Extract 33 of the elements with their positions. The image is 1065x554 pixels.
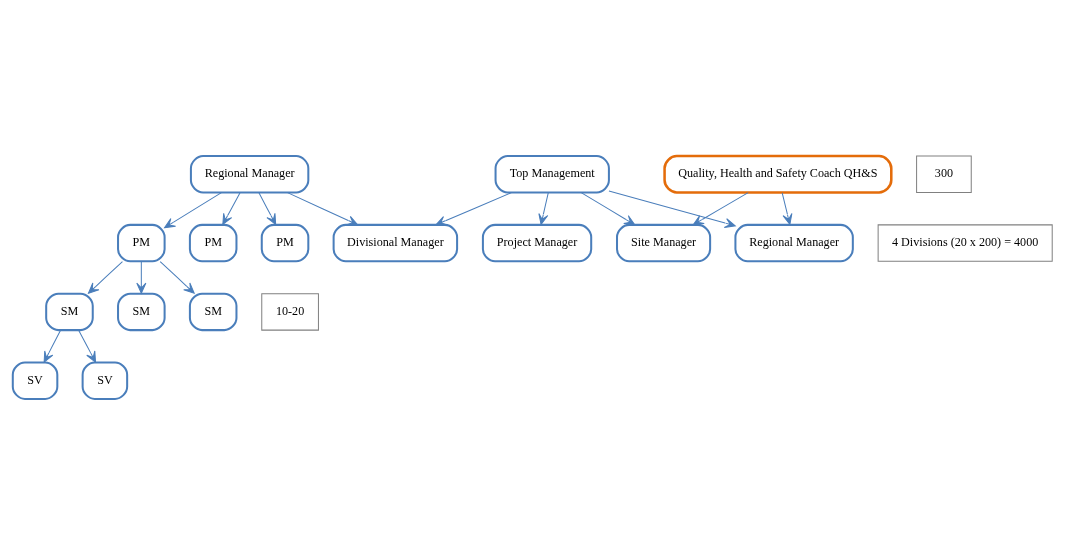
node-box: SM [45, 292, 94, 331]
node-box: PM [188, 223, 238, 262]
arrow [692, 191, 749, 225]
node-box: Regional Manager [189, 154, 310, 193]
node-box: SM [188, 292, 238, 331]
arrow [87, 260, 123, 294]
node-box: PM [117, 223, 166, 262]
node-box: Divisional Manager [332, 223, 459, 262]
arrow [580, 191, 636, 225]
arrow [608, 189, 736, 228]
node-box: 4 Divisions (20 x 200) = 4000 [877, 223, 1053, 262]
node-box: Site Manager [616, 223, 712, 262]
node-box: Regional Manager [734, 223, 854, 262]
node-box: SV [11, 361, 59, 400]
arrow [164, 191, 222, 228]
node-box: Project Manager [481, 223, 593, 262]
arrow [159, 260, 195, 294]
arrow [287, 191, 359, 225]
arrow [43, 329, 61, 363]
node-box: SM [117, 292, 166, 331]
node-box: 300 [916, 155, 972, 193]
arrow [78, 329, 97, 363]
arrow [781, 191, 793, 225]
node-box: PM [260, 223, 310, 262]
node-box: Quality, Health and Safety Coach QH&S [663, 154, 893, 194]
arrow [136, 260, 147, 294]
node-box: 10-20 [261, 292, 319, 331]
node-box: SV [81, 361, 129, 400]
arrow [258, 191, 277, 225]
arrow [538, 191, 549, 225]
arrow [222, 191, 241, 225]
arrow [435, 191, 512, 225]
node-box: Top Management [494, 154, 610, 193]
